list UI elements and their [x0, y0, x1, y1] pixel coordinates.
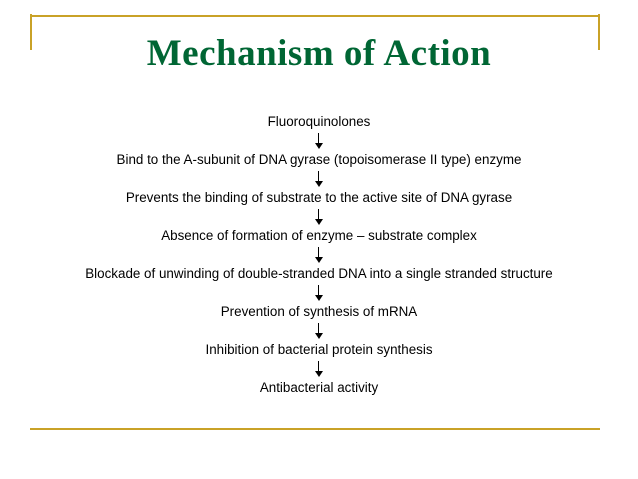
step-fluoroquinolones: Fluoroquinolones [267, 114, 371, 129]
step-antibacterial: Antibacterial activity [259, 380, 379, 395]
step-prevent-binding: Prevents the binding of substrate to the… [125, 190, 513, 205]
step-prevention-mrna: Prevention of synthesis of mRNA [220, 304, 418, 319]
step-bind-gyrase: Bind to the A-subunit of DNA gyrase (top… [116, 152, 522, 167]
step-absence-complex: Absence of formation of enzyme – substra… [161, 228, 477, 243]
top-border-line [30, 15, 600, 17]
down-arrow-icon [314, 323, 324, 339]
down-arrow-icon [314, 133, 324, 149]
down-arrow-icon [314, 247, 324, 263]
down-arrow-icon [314, 209, 324, 225]
step-blockade-unwinding: Blockade of unwinding of double-stranded… [85, 266, 553, 281]
left-border-line [30, 14, 32, 50]
right-border-line [598, 14, 600, 50]
slide-title: Mechanism of Action [146, 33, 492, 74]
down-arrow-icon [314, 171, 324, 187]
down-arrow-icon [314, 361, 324, 377]
step-inhibition-protein: Inhibition of bacterial protein synthesi… [205, 342, 433, 357]
flowchart: Fluoroquinolones Bind to the A-subunit o… [0, 111, 638, 399]
down-arrow-icon [314, 285, 324, 301]
bottom-border-line [30, 428, 600, 430]
